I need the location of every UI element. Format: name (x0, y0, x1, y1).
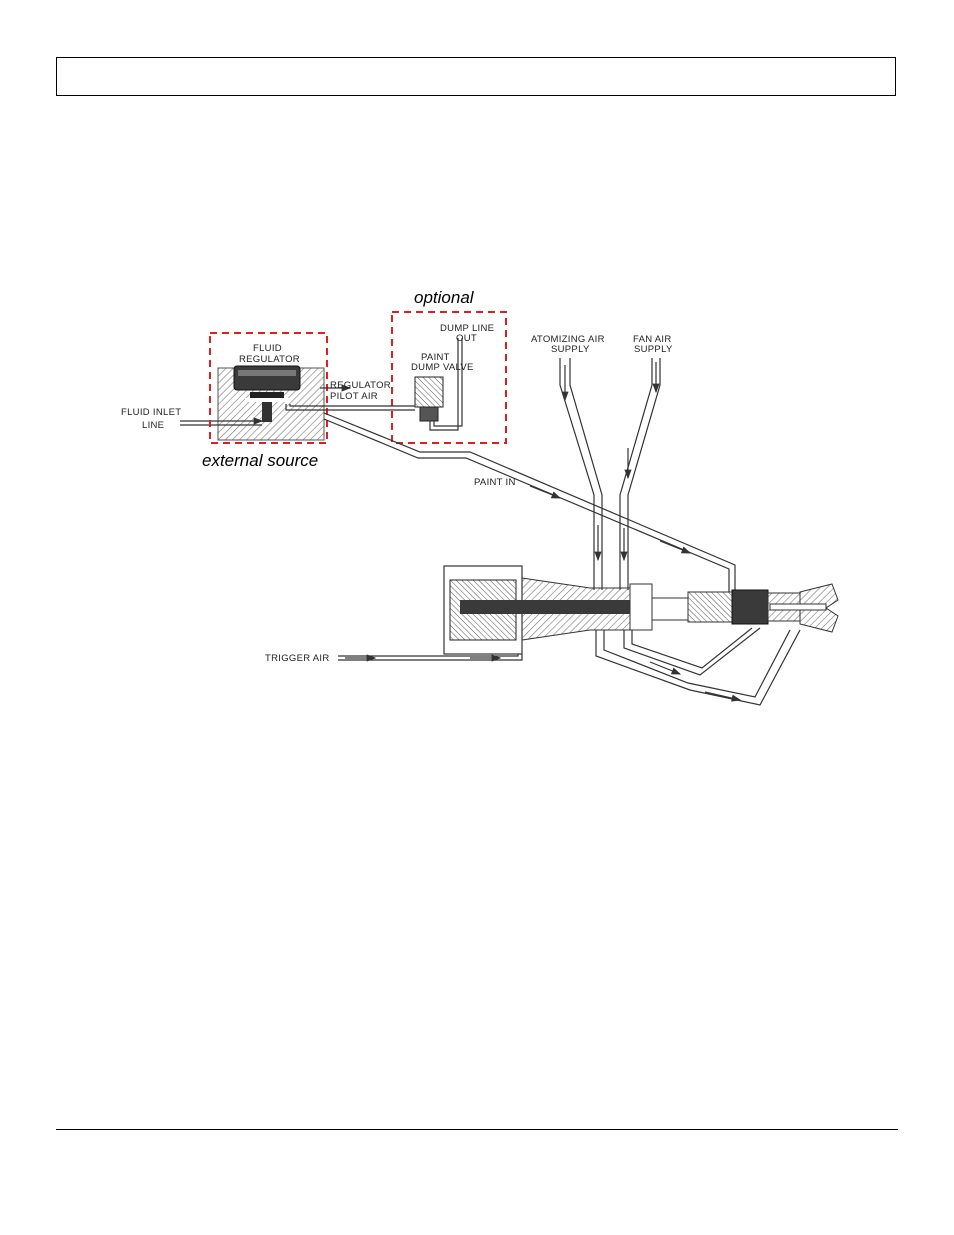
paint-in-label: PAINT IN (474, 477, 516, 488)
fluid-inlet-label-2: LINE (142, 420, 164, 431)
paint-in-line (324, 413, 735, 592)
trigger-air-label: TRIGGER AIR (265, 653, 330, 664)
fan-air-label-2: SUPPLY (634, 344, 673, 355)
gun-body (444, 566, 838, 654)
trigger-air-line (338, 654, 522, 660)
optional-label: optional (414, 288, 475, 307)
regulator-pilot-label-1: REGULATOR (330, 380, 391, 391)
dump-line-label-2: OUT (456, 333, 477, 344)
regulator-pilot-label-2: PILOT AIR (330, 391, 378, 402)
atomizing-air-line (560, 358, 602, 590)
fluid-regulator (180, 366, 324, 440)
paint-dump-label-2: DUMP VALVE (411, 362, 474, 373)
footer-rule (56, 1129, 898, 1130)
fan-air-line (620, 358, 660, 590)
external-source-label: external source (202, 451, 318, 470)
atomizing-air-label-2: SUPPLY (551, 344, 590, 355)
air-passages (596, 628, 800, 705)
fluid-inlet-label-1: FLUID INLET (121, 407, 181, 418)
fluid-regulator-label-1: FLUID (253, 343, 282, 354)
fluid-regulator-label-2: REGULATOR (239, 354, 300, 365)
